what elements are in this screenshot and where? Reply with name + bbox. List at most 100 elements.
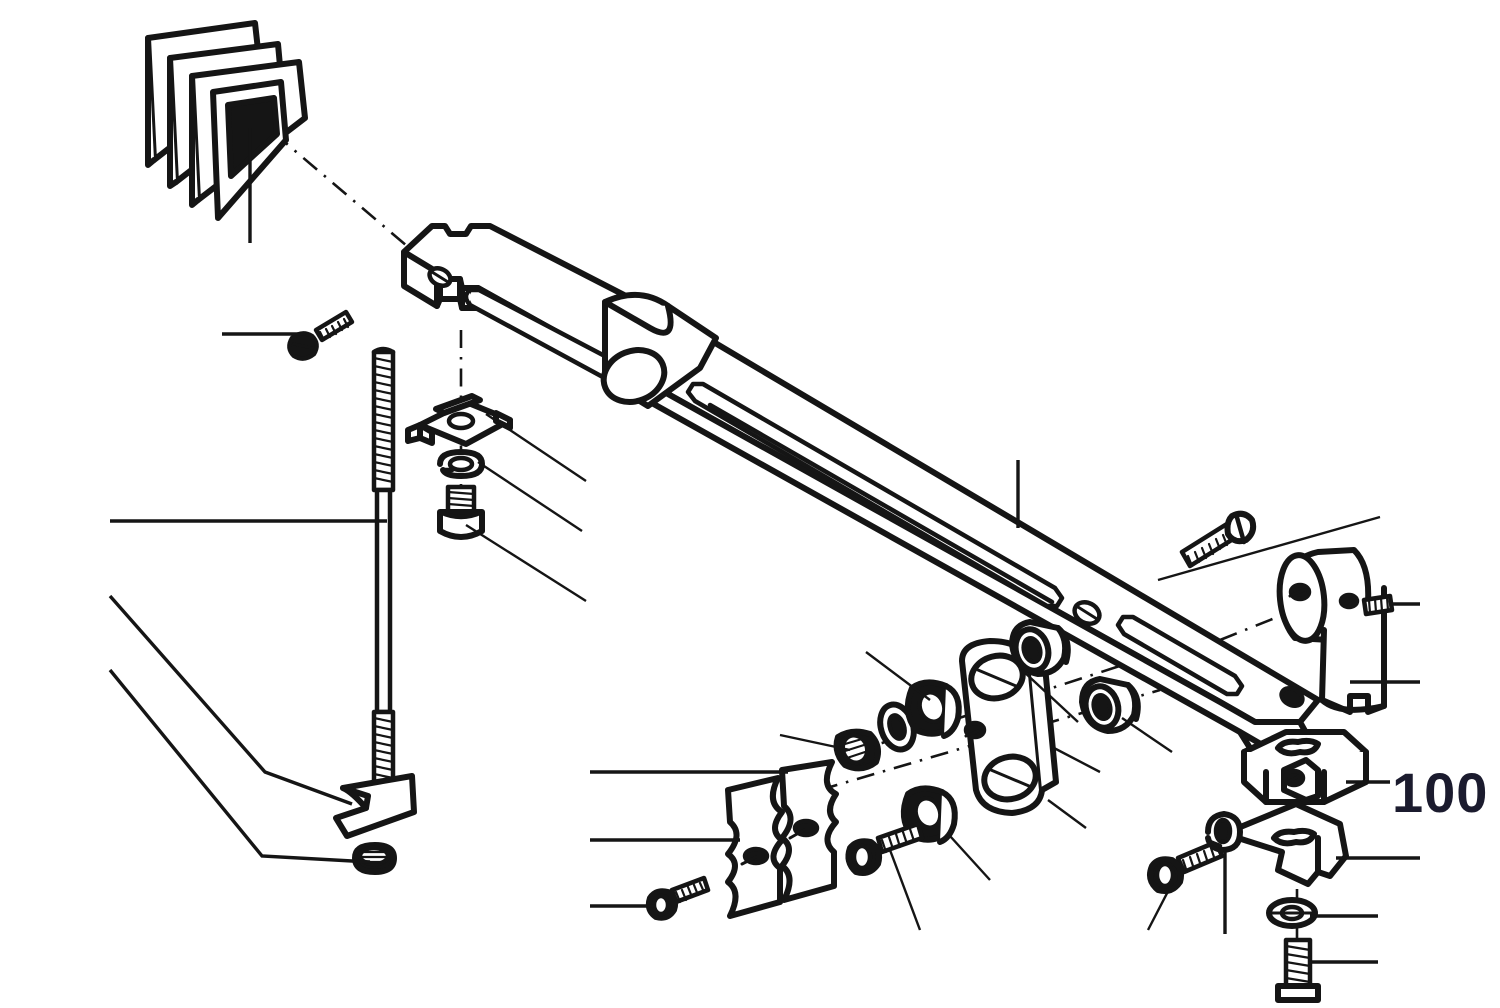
bearing-upper-rim [941,683,962,739]
bushing-upper [1009,619,1071,677]
link-plate-hole-top-line [976,668,1018,688]
bearing-lower-rim [937,789,958,845]
link-plate-center-line [964,729,980,738]
set-screw-threads [1367,595,1390,615]
screw-plate-thread-lines [674,881,706,904]
bracket-plate-slot [1271,827,1317,847]
pan-screw-left [287,309,355,361]
lock-washer-mid-hole [447,455,475,473]
rod-thread-top [371,349,396,493]
bushing-upper-flange [1055,625,1071,665]
bolt-right-head-line [1233,511,1247,545]
flat-washer-low [1266,897,1318,929]
screw-plate [645,875,711,921]
bent-bracket-body [333,773,417,839]
lock-washer-low [1205,811,1243,853]
leader-link-plate-2 [1053,746,1101,774]
link-plate-hole-bottom-line [989,768,1031,788]
bolt-right-upper [1179,510,1257,569]
arm-slot-1b [463,287,473,308]
cap-screw-link-head-hole [851,843,873,871]
hex-nut-bottom [352,842,397,875]
centerline-roller [1219,606,1301,642]
leader-bushing-upper [1021,669,1079,723]
leader-bearing-upper [865,651,931,701]
rod-thread-top-lines [372,356,395,484]
leader-bolt-right [1157,515,1381,582]
u-clip-hole [446,411,476,431]
arm-hub-hole [600,347,668,405]
hex-bolt-mid-head-edge [437,509,485,520]
leader-bent-bracket [108,594,353,806]
lock-washer-low-hole [1213,817,1233,845]
arm-slot-3 [1115,614,1245,697]
arm-slot-2-inner [707,402,1055,605]
clamp-block-slot [1275,737,1321,757]
screw-plate-head-hole [651,893,671,917]
plate-front [725,775,785,919]
lock-washer-low-gap [1207,839,1223,849]
bracket-plate [1235,801,1349,887]
bushing-upper-inner [1021,635,1043,665]
leader-lock-washer-mid [477,461,583,532]
pad-layer-2-side [167,55,179,189]
pad-layer-1-side [145,35,157,168]
leader-hex-nut-link [779,733,851,752]
bent-bracket [333,773,417,839]
leader-hex-nut-bottom [108,668,371,864]
clamp-block-hole-line [1284,774,1301,785]
cap-screw-link [845,821,925,876]
clamp-block-body [1241,729,1369,805]
u-clip-right-tab [493,410,513,431]
arm-left-hole-line [430,270,450,284]
rod-top-cap [371,346,396,355]
leader-link-plate [1047,799,1087,829]
bolt-lower-left-threads [1181,846,1217,874]
leader-u-clip-nut [485,413,587,482]
u-clip-tab-back [433,393,483,416]
hex-bolt-mid-head [437,509,485,540]
leader-bolt-lower-left [1146,871,1180,931]
callout-100: 100 [1392,761,1489,824]
arm-hub-top [602,299,674,336]
arm-mid-hole-line [1076,605,1099,621]
bearing-upper-inner [917,690,947,724]
set-screw-roller [1361,593,1395,617]
bushing-lower-flange [1125,682,1141,722]
pan-screw-left-threads [318,317,350,342]
pad-dark-face-outline [225,95,280,179]
leader-bearing-lower [949,835,991,881]
bushing-lower [1079,676,1141,734]
lock-washer-mid [437,449,485,479]
cap-screw-link-thread-lines [880,827,916,854]
arm-body [401,223,1321,761]
pan-screw-bottom-head [1275,983,1321,1003]
bushing-lower-inner [1091,692,1113,722]
leader-bushing-lower [1121,717,1173,753]
roller-bracket-edge [1319,697,1387,713]
threaded-rod [371,346,396,793]
plate-front-hole-line [740,855,758,866]
roller-tube-bore-line [1288,588,1306,598]
flat-washer-link-hole [887,713,907,741]
pad-stack [145,20,308,221]
arm-slot-2 [685,381,1065,609]
hex-nut-link [833,728,881,772]
bolt-lower-left-head-hole [1154,861,1176,889]
u-clip-nut [405,393,513,447]
bearing-lower-inner [913,796,943,830]
bolt-right-thread-lines [1186,529,1236,568]
leader-hex-bolt-mid [465,523,587,603]
pan-screw-bottom-threads [1284,944,1312,984]
leader-cap-screw-link [888,849,922,931]
rod-shank [374,487,393,715]
arm-tip-hole [1279,685,1305,709]
plate-rear [779,759,839,903]
plate-rear-hole-line [788,828,806,840]
pan-screw-bottom [1275,937,1321,1003]
hex-bolt-mid [437,484,485,540]
link-plate [959,638,1059,816]
pad-layer-3-side [189,73,201,208]
